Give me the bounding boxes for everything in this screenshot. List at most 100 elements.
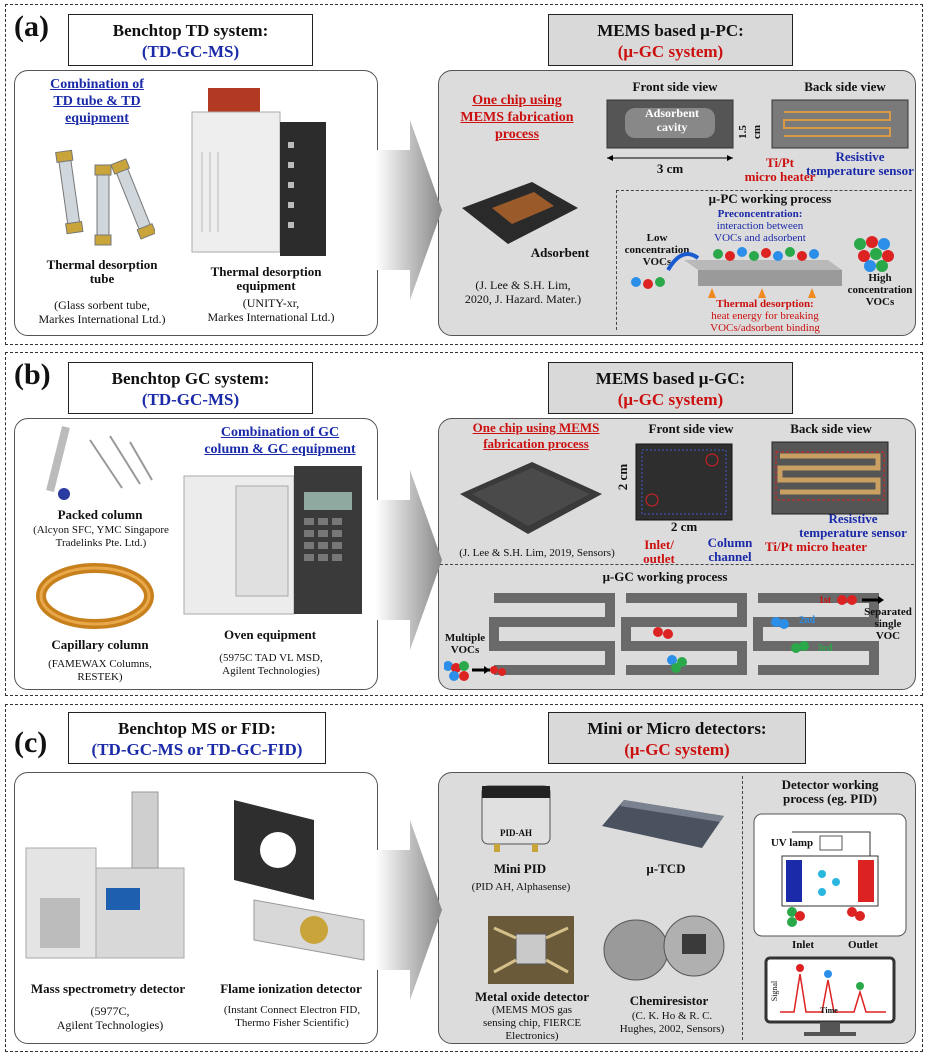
fid-detector-label: Flame ionization detector — [220, 981, 362, 996]
micro-tcd-label: μ-TCD — [646, 861, 686, 876]
c-divider-v — [742, 776, 743, 1040]
b-divider-h — [440, 564, 914, 565]
b-dim-horizontal: 2 cm — [670, 519, 698, 534]
b-dim-vertical: 2 cm — [615, 463, 630, 491]
a-dim-width-arrow-icon — [607, 155, 733, 161]
b-back-chip-image — [771, 441, 889, 515]
a-back-chip-image — [771, 99, 909, 149]
chemiresistor-source: (C. K. Ho & R. C.Hughes, 2002, Sensors) — [619, 1010, 725, 1035]
a-preconcentration-diagram — [631, 247, 842, 298]
b-inlet-label: Inlet/outlet — [643, 537, 675, 566]
a-high-conc-cluster — [854, 236, 894, 272]
a-thermal-desorption-label: Thermal desorption:heat energy for break… — [710, 298, 820, 334]
ms-detector-label: Mass spectrometry detector — [30, 981, 186, 996]
b-right-header: MEMS based μ-GC: (μ-GC system) — [548, 362, 793, 414]
metal-oxide-image — [488, 916, 574, 984]
c-left-header: Benchtop MS or FID: (TD-GC-MS or TD-GC-F… — [68, 712, 326, 764]
a-citation: (J. Lee & S.H. Lim,2020, J. Hazard. Mate… — [464, 278, 582, 306]
a-left-header: Benchtop TD system: (TD-GC-MS) — [68, 14, 313, 66]
a-divider-v — [616, 190, 617, 330]
a-working-title: μ-PC working process — [708, 191, 832, 206]
panel-letter-a: (a) — [14, 10, 49, 43]
b-back-view-label: Back side view — [790, 421, 872, 436]
ms-detector-source: (5977C,Agilent Technologies) — [56, 1004, 164, 1032]
section-a — [5, 4, 923, 345]
b-heater-label: Ti/Pt micro heater — [764, 539, 868, 554]
b-first-label: 1st — [818, 595, 832, 606]
a-back-view-label: Back side view — [804, 79, 886, 94]
a-divider-h — [616, 190, 912, 191]
packed-column-image — [46, 426, 153, 500]
a-chip-photo-image — [462, 182, 578, 244]
mini-pid-source: (PID AH, Alphasense) — [471, 881, 571, 893]
a-dim-height: 1.5 cm — [737, 124, 763, 140]
fid-detector-image — [234, 800, 365, 961]
b-separation-diagram — [444, 593, 884, 681]
capillary-column-image — [36, 563, 154, 629]
chemiresistor-label: Chemiresistor — [629, 993, 709, 1008]
pid-working-diagram — [753, 813, 907, 937]
td-tube-image — [55, 149, 155, 246]
b-front-chip-image — [635, 443, 733, 521]
oven-label: Oven equipment — [223, 627, 317, 642]
c-right-header: Mini or Micro detectors: (μ-GC system) — [548, 712, 806, 764]
time-axis-label: Time — [820, 1006, 838, 1015]
b-front-view-label: Front side view — [648, 421, 734, 436]
mini-pid-text: PID-AH — [500, 828, 532, 838]
signal-monitor-image — [764, 956, 896, 1036]
oven-source: (5975C TAD VL MSD,Agilent Technologies) — [219, 652, 323, 677]
section-b — [5, 352, 923, 696]
mini-pid-image — [481, 785, 551, 852]
panel-letter-c: (c) — [14, 726, 48, 759]
td-tube-source: (Glass sorbent tube,Markes International… — [38, 298, 166, 326]
packed-column-label: Packed column — [57, 507, 143, 522]
capillary-column-label: Capillary column — [51, 637, 149, 652]
b-third-label: 3rd — [817, 643, 833, 654]
a-front-view-label: Front side view — [632, 79, 718, 94]
b-flow-arrow-icon — [376, 470, 442, 650]
section-c — [5, 704, 923, 1052]
micro-tcd-image — [602, 800, 724, 848]
panel-letter-b: (b) — [14, 358, 51, 391]
a-adsorbent-label: Adsorbent — [530, 245, 590, 260]
fid-detector-source: (Instant Connect Electron FID,Thermo Fis… — [223, 1004, 361, 1029]
ms-detector-image — [25, 791, 185, 959]
a-right-header: MEMS based μ-PC: (μ-GC system) — [548, 14, 793, 66]
b-working-title: μ-GC working process — [602, 569, 728, 584]
uv-lamp-label: UV lamp — [770, 837, 814, 849]
mini-pid-label: Mini PID — [493, 861, 547, 876]
a-front-chip-image — [606, 99, 734, 149]
outlet-label: Outlet — [848, 939, 878, 951]
b-left-header: Benchtop GC system: (TD-GC-MS) — [68, 362, 313, 414]
gc-oven-image — [183, 466, 362, 615]
a-dim-width: 3 cm — [656, 161, 684, 176]
inlet-label: Inlet — [792, 939, 814, 951]
a-flow-arrow-icon — [376, 120, 442, 300]
b-citation: (J. Lee & S.H. Lim, 2019, Sensors) — [459, 547, 615, 559]
b-chip-photo-image — [460, 462, 602, 534]
capillary-column-source: (FAMEWAX Columns,RESTEK) — [48, 658, 152, 683]
td-equipment-source: (UNITY-xr,Markes International Ltd.) — [207, 296, 335, 324]
metal-oxide-label: Metal oxide detector — [474, 989, 590, 1004]
signal-axis-label: Signal — [770, 980, 779, 1002]
td-equipment-image — [191, 88, 326, 256]
c-flow-arrow-icon — [376, 820, 442, 1000]
